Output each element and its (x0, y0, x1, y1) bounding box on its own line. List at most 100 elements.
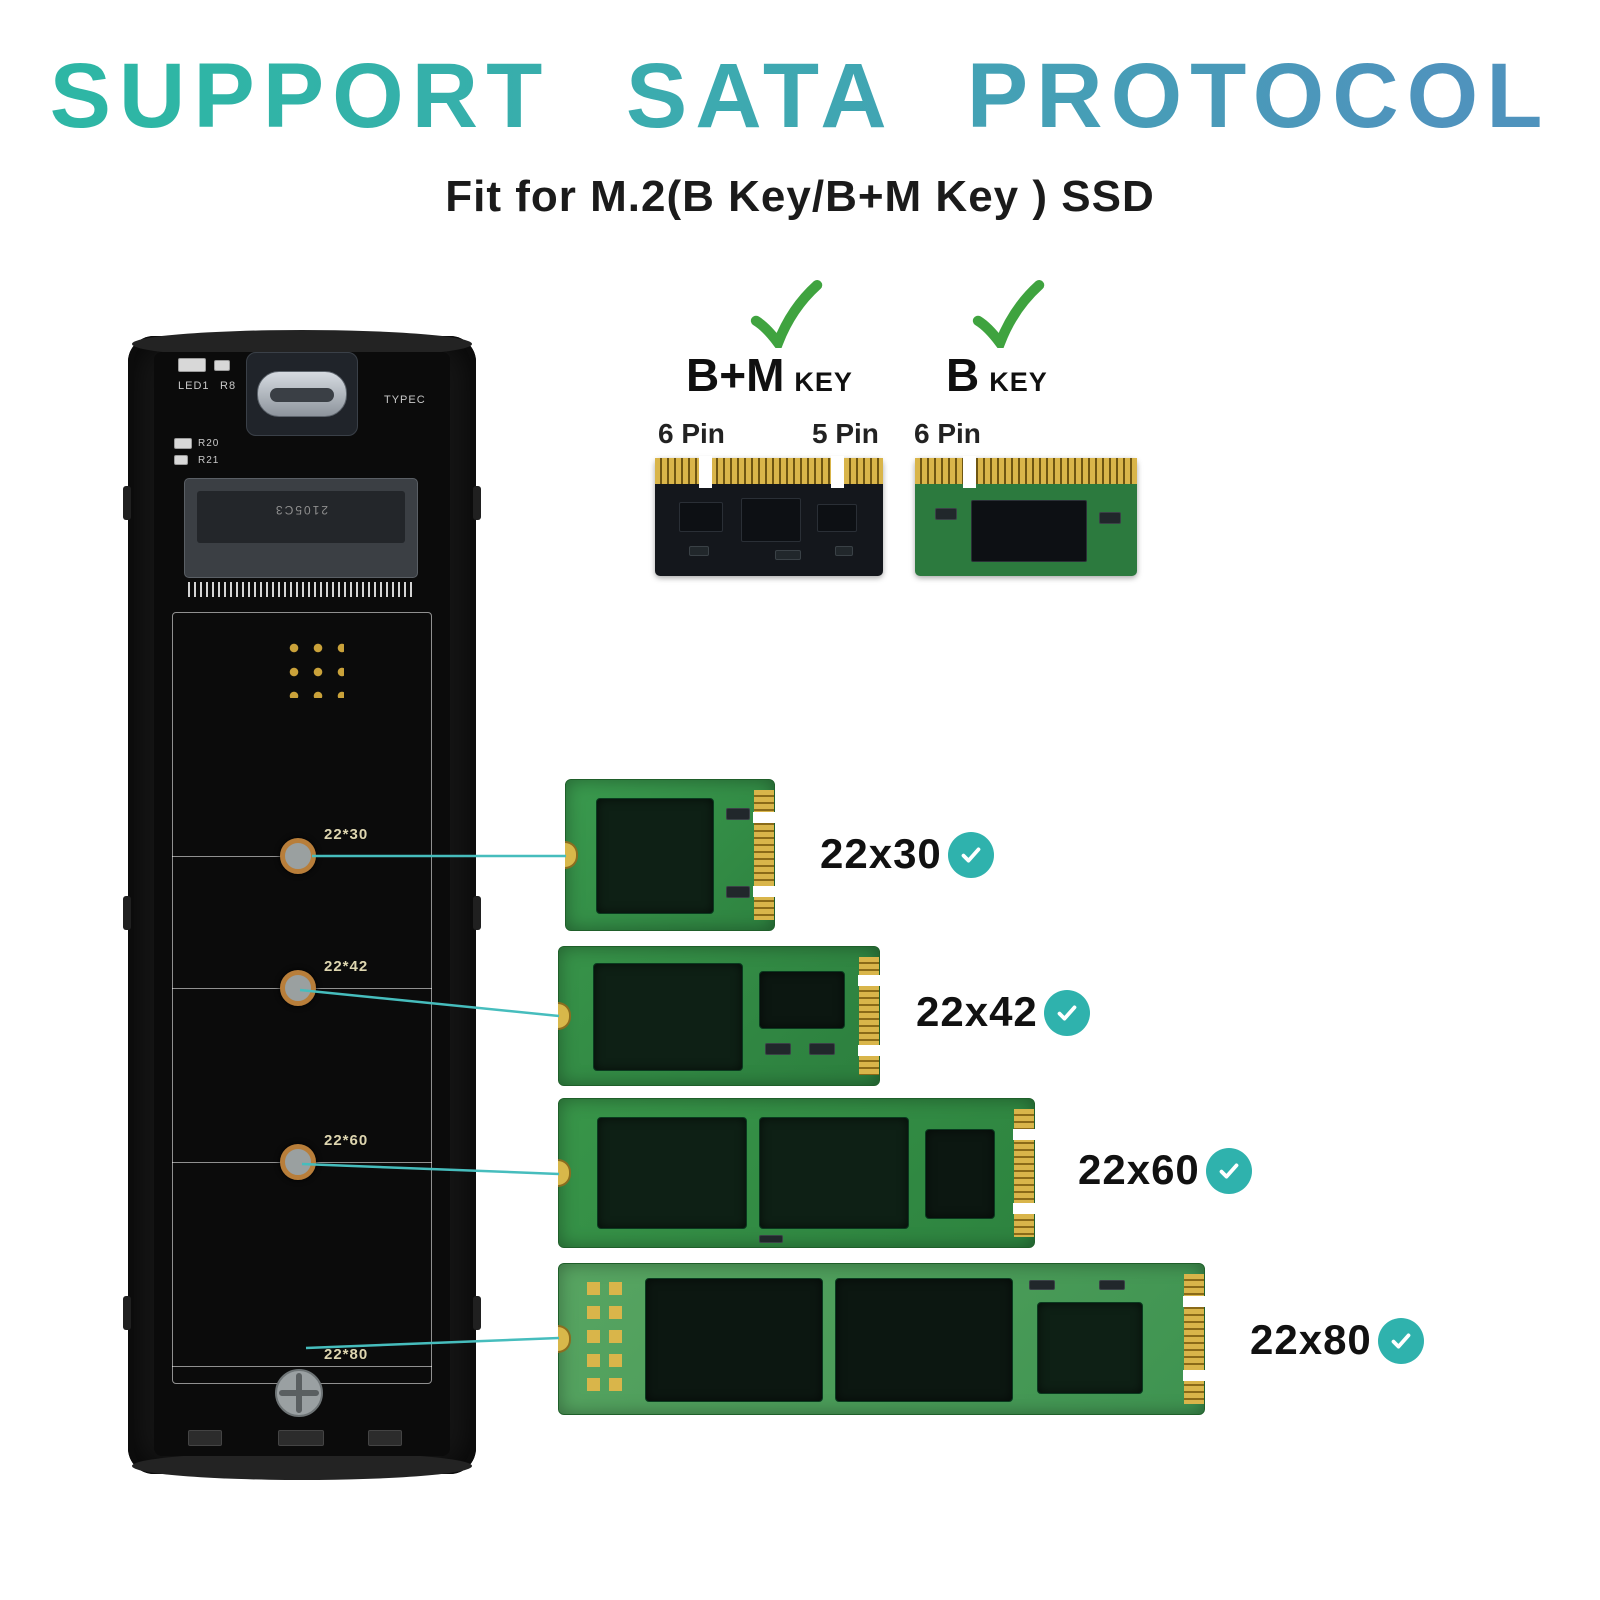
page-title: SUPPORT SATA PROTOCOL (0, 44, 1600, 149)
component-chip (679, 502, 723, 532)
smd-component (1029, 1280, 1055, 1290)
pin-label-b-6pin: 6 Pin (914, 418, 981, 449)
controller-chip (759, 971, 845, 1029)
component-chip (817, 504, 857, 532)
standoff-22x30 (280, 838, 316, 874)
teal-check-badge (1206, 1148, 1252, 1194)
size-label-22x80: 22x80 (1250, 1316, 1372, 1363)
ssd-board-22x30 (565, 779, 775, 931)
enclosure-side-tab (123, 1296, 131, 1330)
gold-fingers (655, 458, 883, 484)
mount-notch (565, 841, 578, 869)
key-name-bm: B+M KEY (686, 348, 853, 402)
nand-chip (593, 963, 743, 1071)
mount-notch (558, 1325, 571, 1353)
smd-component (726, 808, 750, 820)
r21-component (174, 455, 188, 465)
connector-notch (858, 975, 880, 986)
key-name-bm-small: KEY (794, 367, 853, 397)
size-label-22x30: 22x30 (820, 830, 942, 877)
smd-component (726, 886, 750, 898)
standoff-label-22x80: 22*80 (324, 1346, 369, 1363)
check-icon (1391, 1333, 1411, 1349)
nand-chip (835, 1278, 1013, 1402)
smd-component (835, 546, 853, 556)
bm-key-connector-photo (655, 456, 883, 576)
enclosure-side-tab (123, 486, 131, 520)
enclosure-side-tab (473, 896, 481, 930)
controller-chip (1037, 1302, 1143, 1394)
usb-c-slot (270, 388, 334, 402)
edge-connector (1184, 1274, 1204, 1404)
key-name-b-small: KEY (989, 367, 1048, 397)
m2-socket-pins (188, 582, 414, 597)
resistor-component (214, 360, 230, 371)
standoff-22x42 (280, 970, 316, 1006)
pin-label-bm-5pin: 5 Pin (812, 418, 879, 449)
smd-component (765, 1043, 791, 1055)
led-component (178, 358, 206, 372)
mount-notch (558, 1002, 571, 1030)
standoff-label-22x30: 22*30 (324, 826, 369, 843)
page-subtitle: Fit for M.2(B Key/B+M Key ) SSD (445, 172, 1155, 221)
smd-component (809, 1043, 835, 1055)
typec-label: TYPEC (384, 394, 426, 406)
enclosure-side-tab (123, 896, 131, 930)
enclosure-side-tab (473, 1296, 481, 1330)
teal-check-badge (948, 832, 994, 878)
pin-label-bm-6pin: 6 Pin (658, 418, 725, 449)
key-name-b: B KEY (946, 348, 1048, 402)
connector-notch (753, 812, 775, 823)
ssd-enclosure-pcb: LED1 R8 TYPEC R20 R21 2105C3 22*30 22*42 (123, 330, 481, 1480)
size-label-22x42: 22x42 (916, 988, 1038, 1035)
ssd-board-22x42 (558, 946, 880, 1086)
m2-socket: 2105C3 (184, 478, 418, 578)
ssd-board-22x80 (558, 1263, 1205, 1415)
standoff-22x60 (280, 1144, 316, 1180)
connector-notch (858, 1045, 880, 1056)
test-pad-grid (278, 632, 344, 698)
connector-notch (1013, 1129, 1035, 1140)
m-key-notch (831, 456, 844, 488)
smd-component (935, 508, 957, 520)
enclosure-side-tab (473, 486, 481, 520)
usb-c-port (246, 352, 358, 436)
teal-check-badge (1044, 990, 1090, 1036)
gold-pad-column (609, 1282, 622, 1398)
b-key-notch (963, 456, 976, 488)
mounting-screw (274, 1368, 324, 1418)
bottom-component (368, 1430, 402, 1446)
nand-chip (597, 1117, 747, 1229)
bottom-component (278, 1430, 324, 1446)
mount-notch (558, 1159, 571, 1187)
green-check-icon (972, 280, 1045, 348)
smd-component (1099, 512, 1121, 524)
r8-label: R8 (220, 380, 237, 392)
usb-c-shell (257, 371, 347, 417)
led1-label: LED1 (178, 380, 210, 392)
controller-chip (925, 1129, 995, 1219)
gold-pad-column (587, 1282, 600, 1398)
b-key-notch (699, 456, 712, 488)
nand-chip (645, 1278, 823, 1402)
gold-fingers (915, 458, 1137, 484)
enclosure-bottom-cap (132, 1452, 472, 1480)
component-chip (971, 500, 1087, 562)
r20-component (174, 438, 192, 449)
connector-notch (1183, 1370, 1205, 1381)
standoff-label-22x42: 22*42 (324, 958, 369, 975)
nand-chip (759, 1117, 909, 1229)
m2-socket-label: 2105C3 (273, 503, 329, 517)
smd-component (775, 550, 801, 560)
key-name-bm-big: B+M (686, 349, 785, 401)
size-label-22x60: 22x60 (1078, 1146, 1200, 1193)
connector-notch (1013, 1203, 1035, 1214)
smd-component (759, 1235, 783, 1243)
standoff-label-22x60: 22*60 (324, 1132, 369, 1149)
teal-check-badge (1378, 1318, 1424, 1364)
smd-component (689, 546, 709, 556)
check-icon (1057, 1005, 1077, 1021)
nand-chip (596, 798, 714, 914)
check-icon (1219, 1163, 1239, 1179)
